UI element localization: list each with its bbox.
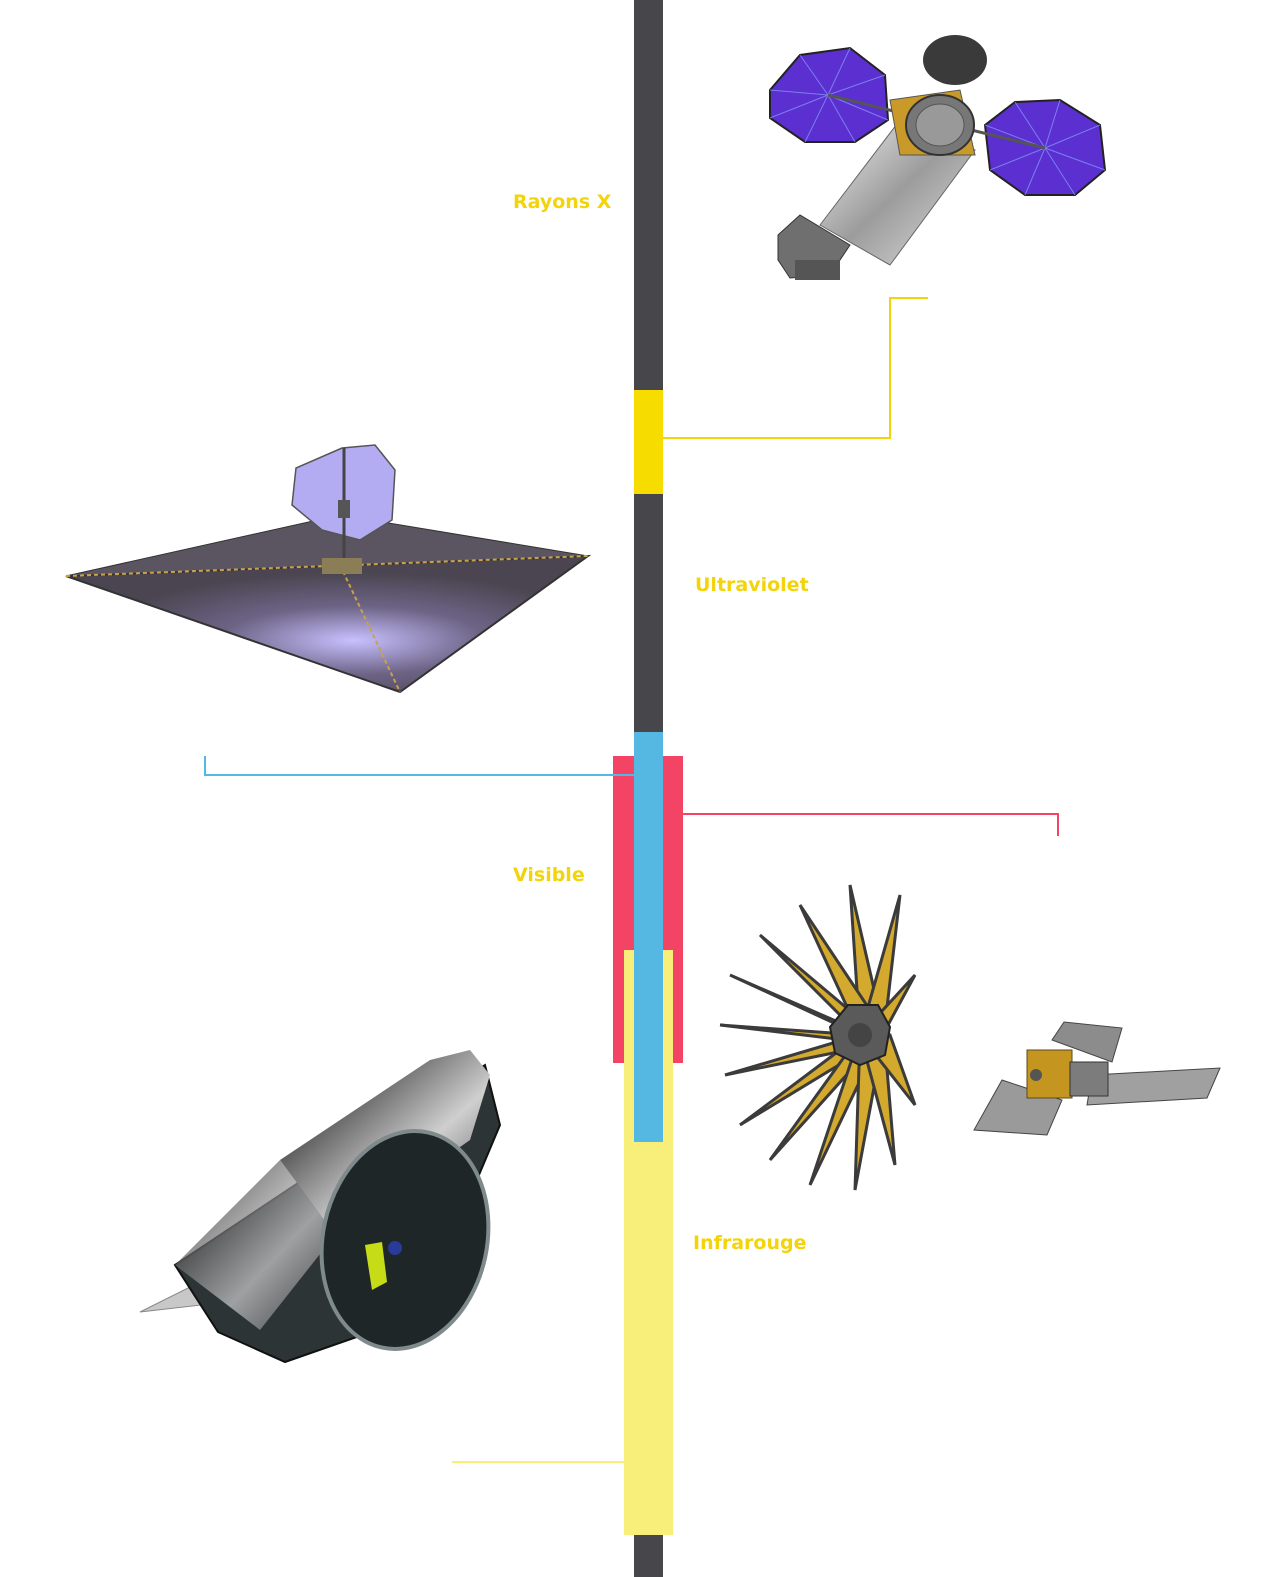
xray-band [634,390,663,494]
label-xray: Rayons X [513,191,612,213]
xray-leader-line [663,297,928,439]
small-satellite-icon [973,1021,1221,1136]
visible-blue-band [634,732,663,1142]
visible-leader-line [683,813,1059,836]
cylindrical-telescope-icon [139,1050,502,1364]
xray-satellite-icon [769,35,1107,280]
starshade-icon [719,884,917,1191]
uv-leader-line [204,756,634,776]
sunshield-telescope-icon [65,444,592,694]
label-ultraviolet: Ultraviolet [695,574,809,596]
label-infrarouge: Infrarouge [693,1232,807,1254]
label-visible: Visible [513,864,585,886]
